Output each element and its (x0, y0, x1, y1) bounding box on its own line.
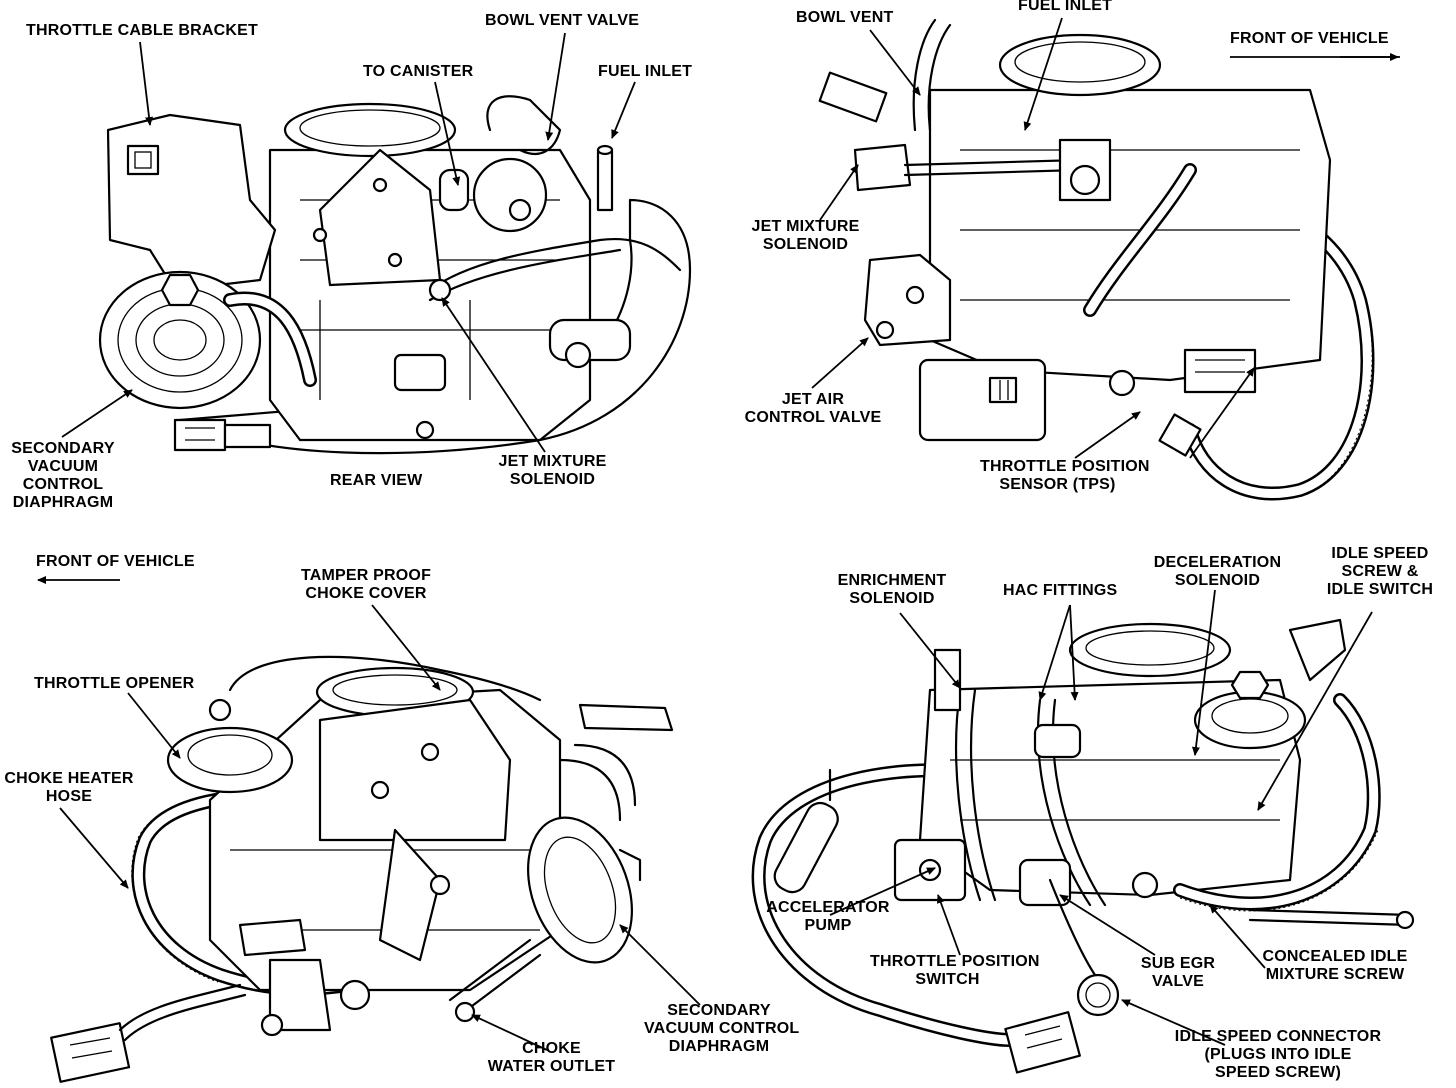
label-tamper-proof-choke-cover: TAMPER PROOF CHOKE COVER (300, 567, 432, 602)
label-throttle-position-switch: THROTTLE POSITION SWITCH (870, 953, 1040, 988)
label-front-of-vehicle-right: FRONT OF VEHICLE (1230, 30, 1389, 47)
label-idle-speed-connector: IDLE SPEED CONNECTOR (PLUGS INTO IDLE SP… (1174, 1028, 1382, 1081)
label-choke-heater-hose: CHOKE HEATER HOSE (4, 770, 134, 805)
label-hac-fittings: HAC FITTINGS (1003, 582, 1118, 599)
label-idle-speed-screw-switch: IDLE SPEED SCREW & IDLE SWITCH (1326, 545, 1434, 598)
label-throttle-position-sensor: THROTTLE POSITION SENSOR (TPS) (980, 458, 1150, 493)
label-choke-water-outlet: CHOKE WATER OUTLET (487, 1040, 616, 1075)
choke-side-illustration (50, 655, 674, 1083)
label-bowl-vent-valve: BOWL VENT VALVE (485, 12, 640, 29)
leader-lines (37, 17, 1400, 1051)
label-jet-mixture-solenoid-rear: JET MIXTURE SOLENOID (498, 453, 607, 488)
label-fuel-inlet-top: FUEL INLET (1018, 0, 1113, 14)
label-throttle-cable-bracket: THROTTLE CABLE BRACKET (26, 22, 258, 39)
idle-side-illustration (751, 618, 1415, 1074)
label-enrichment-solenoid: ENRICHMENT SOLENOID (837, 572, 947, 607)
label-jet-mixture-solenoid-top: JET MIXTURE SOLENOID (751, 218, 860, 253)
label-bowl-vent: BOWL VENT (796, 9, 894, 26)
label-accelerator-pump: ACCELERATOR PUMP (766, 899, 890, 934)
top-view-illustration (818, 18, 1375, 501)
label-rear-view: REAR VIEW (330, 472, 423, 489)
label-secondary-vacuum-rear: SECONDARY VACUUM CONTROL DIAPHRAGM (11, 440, 115, 511)
rear-view-illustration (98, 95, 692, 455)
label-secondary-vacuum-front: SECONDARY VACUUM CONTROL DIAPHRAGM (644, 1002, 800, 1055)
label-throttle-opener: THROTTLE OPENER (34, 675, 195, 692)
label-to-canister: TO CANISTER (363, 63, 474, 80)
label-fuel-inlet-rear: FUEL INLET (598, 63, 693, 80)
label-concealed-idle-mixture-screw: CONCEALED IDLE MIXTURE SCREW (1262, 948, 1408, 983)
label-jet-air-control-valve: JET AIR CONTROL VALVE (744, 391, 882, 426)
label-front-of-vehicle-left: FRONT OF VEHICLE (36, 553, 195, 570)
label-deceleration-solenoid: DECELERATION SOLENOID (1153, 554, 1282, 589)
label-sub-egr-valve: SUB EGR VALVE (1140, 955, 1216, 990)
